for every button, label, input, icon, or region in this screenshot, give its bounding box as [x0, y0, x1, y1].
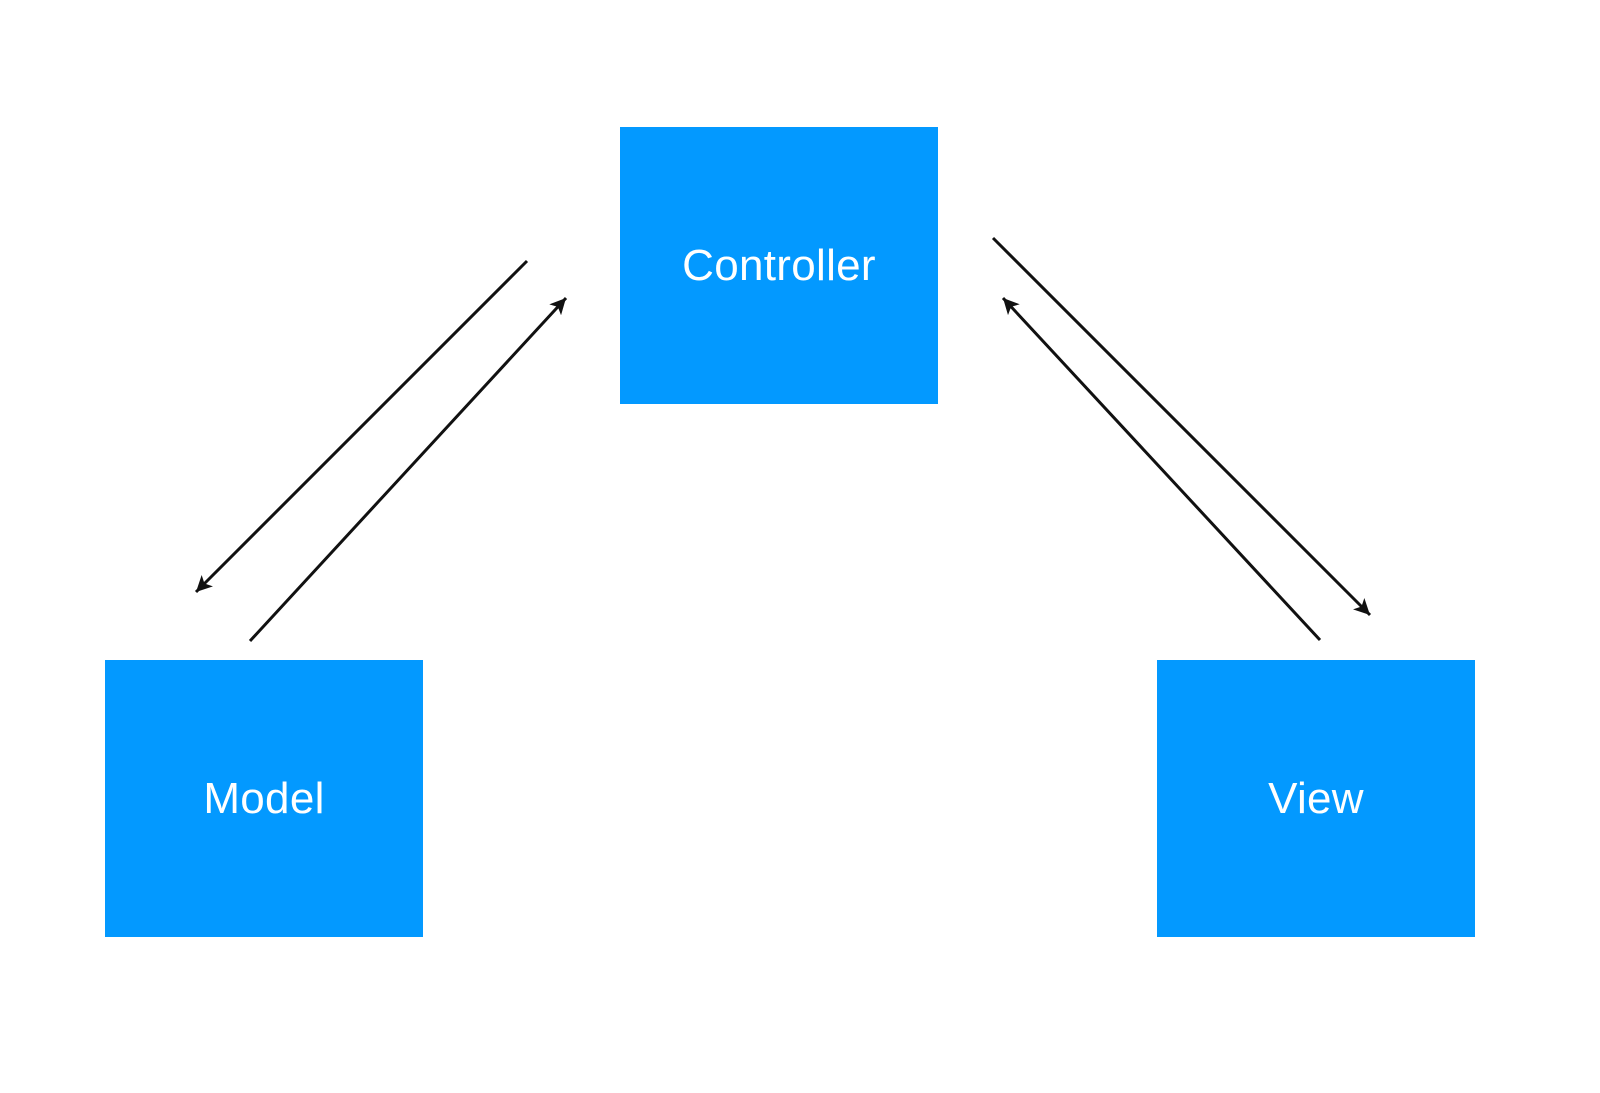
arrow-view-to-controller	[1001, 296, 1322, 642]
arrow-controller-to-model	[194, 259, 529, 594]
arrow-model-to-controller	[248, 296, 568, 643]
model-box: Model	[105, 660, 423, 937]
model-label: Model	[203, 773, 325, 823]
arrow-controller-to-view	[991, 236, 1372, 617]
controller-label: Controller	[682, 240, 876, 290]
view-label: View	[1268, 773, 1364, 823]
controller-box: Controller	[620, 127, 938, 404]
view-box: View	[1157, 660, 1475, 937]
